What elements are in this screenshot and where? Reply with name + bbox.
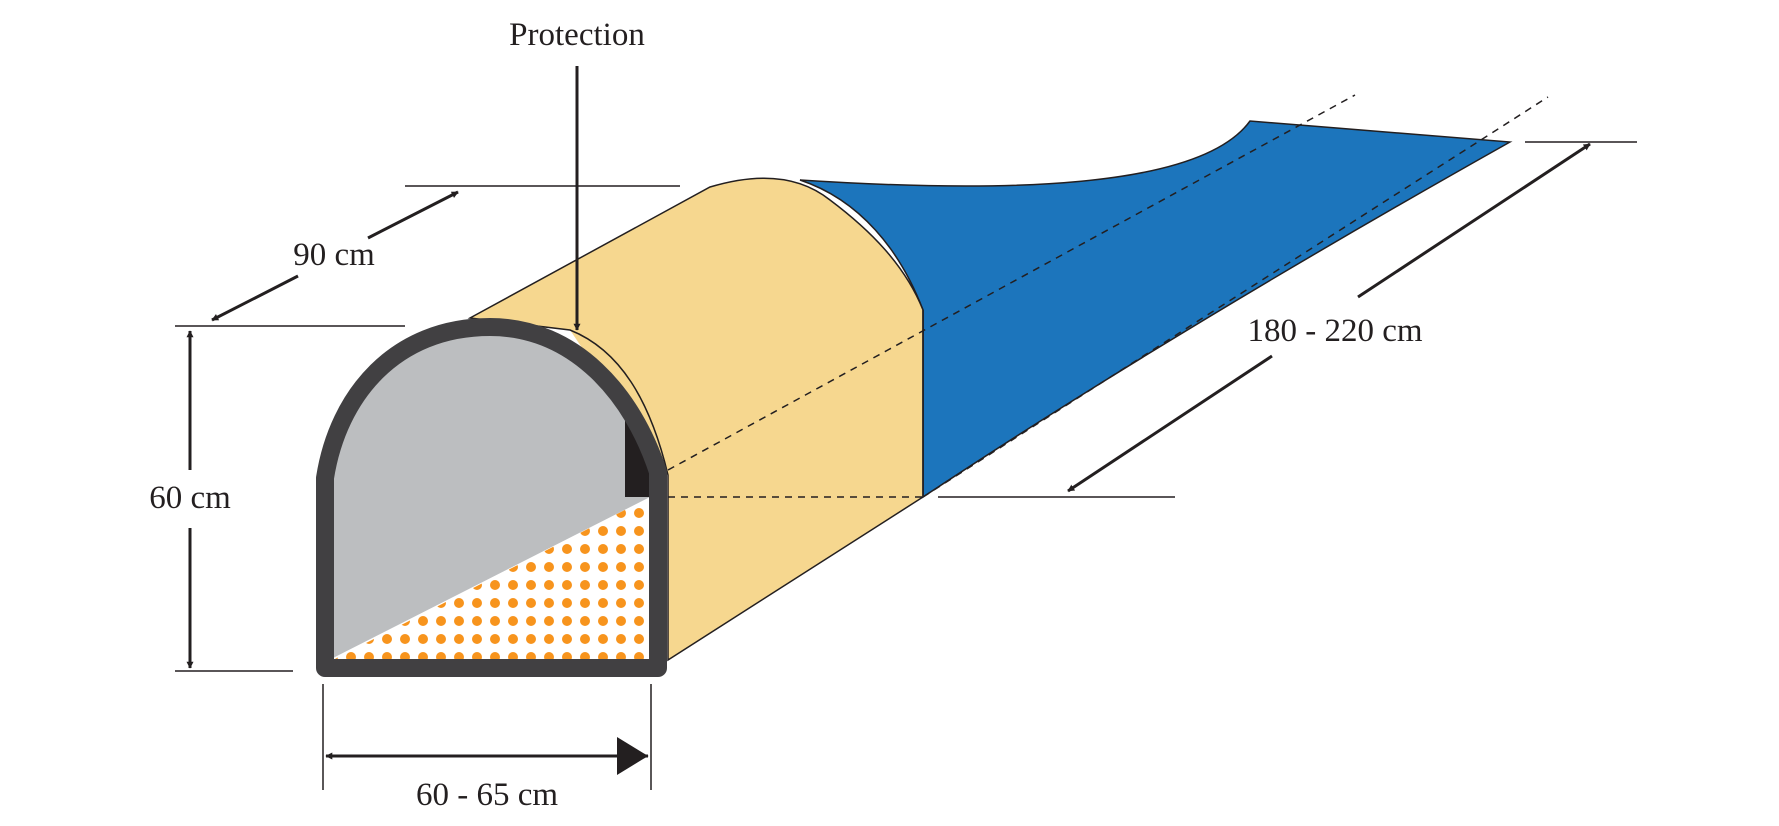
depth-arrow-lower <box>211 274 299 322</box>
width-label: 60 - 65 cm <box>416 777 558 813</box>
height-label: 60 cm <box>149 480 231 516</box>
hidden-edge-1 <box>667 94 1356 471</box>
length-arrow-lower <box>1067 354 1273 493</box>
tunnel-frame <box>316 318 667 677</box>
protection-top <box>467 177 924 662</box>
ground-dots <box>333 497 650 660</box>
width-arrowhead-right <box>617 737 648 775</box>
depth-label: 90 cm <box>293 237 375 273</box>
protection-label: Protection <box>509 17 645 53</box>
ground-sheet <box>799 120 1513 499</box>
inner-wall <box>625 412 650 497</box>
length-arrow-upper <box>1357 142 1591 299</box>
depth-arrow-upper <box>367 190 459 240</box>
hidden-edge-2 <box>922 96 1549 498</box>
length-label: 180 - 220 cm <box>1247 313 1422 349</box>
tunnel-opening <box>333 335 650 658</box>
